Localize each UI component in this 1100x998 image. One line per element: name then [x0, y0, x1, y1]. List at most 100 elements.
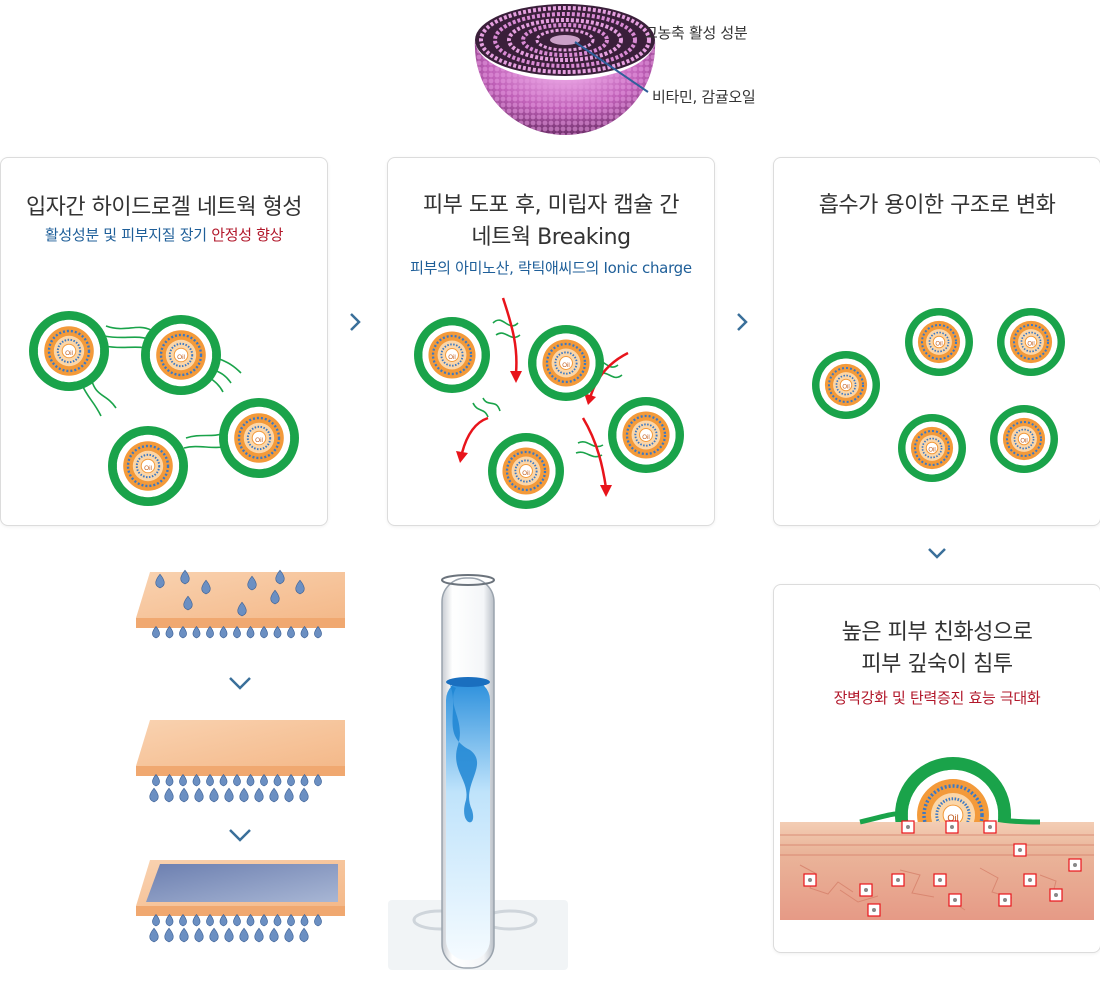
card4-title-line1: 높은 피부 친화성으로 — [841, 620, 1033, 645]
droplet-icon — [164, 787, 174, 803]
droplet-icon — [206, 626, 214, 639]
droplet-icon — [209, 927, 219, 943]
droplet-icon — [314, 914, 322, 927]
droplet-icon — [194, 787, 204, 803]
micro-capsule-particle: Oil — [414, 317, 490, 393]
droplet-icon — [219, 914, 228, 927]
droplet-icon — [260, 626, 268, 639]
oil-core-label: Oil — [177, 354, 185, 361]
oil-core-label: Oil — [1020, 439, 1027, 445]
droplet-icon — [209, 787, 219, 803]
droplet-icon — [155, 573, 165, 589]
micro-capsule-particle: Oil — [812, 351, 880, 419]
droplet-icon — [179, 626, 187, 639]
droplet-icon — [201, 579, 211, 595]
micro-capsule-particle: Oil — [895, 757, 1011, 823]
card-deep-penetration: 높은 피부 친화성으로 피부 깊숙이 침투 장벽강화 및 탄력증진 효능 극대화… — [773, 584, 1100, 953]
oil-core-label: Oil — [1027, 342, 1034, 348]
droplet-icon — [233, 626, 241, 639]
micro-capsule-particle: Oil — [990, 405, 1058, 473]
droplet-icon — [179, 774, 187, 787]
droplet-icon — [239, 787, 249, 803]
skin-penetration-diagram: Oil — [780, 757, 1094, 920]
droplet-icon — [284, 927, 294, 943]
micro-capsule-particle: Oil — [108, 426, 188, 506]
micro-capsule-particle: Oil — [528, 325, 604, 401]
droplet-icon — [152, 626, 160, 639]
droplet-icon — [273, 626, 282, 639]
droplet-icon — [247, 575, 257, 591]
micro-capsule-particle: Oil — [488, 433, 564, 509]
droplet-icon — [287, 774, 295, 787]
droplet-icon — [254, 787, 264, 803]
card1-subtitle: 활성성분 및 피부지질 장기 안정성 향상 — [1, 224, 327, 246]
oil-core-label: Oil — [642, 434, 649, 441]
card2-title-line1: 피부 도포 후, 미립자 캡슐 간 — [422, 193, 680, 218]
droplet-icon — [273, 914, 282, 927]
oil-core-label: Oil — [255, 437, 263, 444]
droplet-icon — [149, 787, 159, 803]
oil-core-label: Oil — [448, 354, 455, 361]
droplet-icon — [192, 626, 201, 639]
droplet-icon — [314, 626, 322, 639]
card1-subtitle-blue: 활성성분 및 피부지질 장기 — [44, 226, 207, 244]
label-active-ingredient: 고농축 활성 성분 — [644, 24, 748, 42]
droplet-icon — [260, 914, 268, 927]
card3-title: 흡수가 용이한 구조로 변화 — [818, 193, 1056, 218]
droplet-icon — [219, 626, 228, 639]
droplet-icon — [183, 595, 193, 611]
droplet-icon — [287, 914, 295, 927]
oil-core-label: Oil — [522, 470, 529, 477]
droplet-icon — [224, 927, 234, 943]
micro-capsule-particle: Oil — [141, 315, 221, 395]
droplet-icon — [299, 927, 309, 943]
micro-capsule-particle: Oil — [898, 414, 966, 482]
card2-title-line2: 네트웍 Breaking — [471, 225, 631, 250]
droplet-icon — [254, 927, 264, 943]
card4-title-line2: 피부 깊숙이 침투 — [861, 652, 1013, 677]
droplet-icon — [194, 927, 204, 943]
label-vitamin-oil: 비타민, 감귤오일 — [652, 88, 756, 106]
droplet-icon — [206, 774, 214, 787]
droplet-icon — [269, 927, 279, 943]
chevron-down-icon-layer1 — [229, 677, 251, 690]
card-hydrogel-network: 입자간 하이드로겔 네트웍 형성 활성성분 및 피부지질 장기 안정성 향상 O… — [0, 157, 328, 526]
skin-layer-absorption-diagram — [136, 569, 345, 943]
droplet-icon — [152, 914, 160, 927]
card4-subtitle: 장벽강화 및 탄력증진 효능 극대화 — [833, 689, 1041, 707]
droplet-icon — [233, 774, 241, 787]
droplet-icon — [275, 569, 285, 585]
droplet-icon — [179, 787, 189, 803]
droplet-icon — [284, 787, 294, 803]
droplet-icon — [192, 774, 201, 787]
chevron-right-icon — [350, 313, 361, 331]
chevron-down-icon-layer2 — [229, 829, 251, 842]
card1-subtitle-red: 안정성 향상 — [211, 226, 284, 244]
droplet-icon — [192, 914, 201, 927]
droplet-icon — [149, 927, 159, 943]
droplet-icon — [179, 914, 187, 927]
micro-capsule-particle: Oil — [219, 398, 299, 478]
oil-core-label: Oil — [144, 465, 152, 472]
micro-capsule-particle: Oil — [608, 397, 684, 473]
chevron-right-icon-2 — [737, 313, 748, 331]
oil-core-label: Oil — [65, 350, 73, 357]
droplet-icon — [314, 774, 322, 787]
droplet-icon — [300, 626, 309, 639]
droplet-icon — [300, 914, 309, 927]
droplet-icon — [165, 626, 174, 639]
oil-core-label: Oil — [947, 813, 958, 823]
droplet-icon — [273, 774, 282, 787]
droplet-icon — [299, 787, 309, 803]
droplet-icon — [300, 774, 309, 787]
droplet-icon — [179, 927, 189, 943]
droplet-icon — [260, 774, 268, 787]
test-tube-illustration — [388, 574, 568, 970]
droplet-icon — [295, 579, 305, 595]
micro-capsule-particle: Oil — [997, 308, 1065, 376]
droplet-icon — [246, 626, 255, 639]
